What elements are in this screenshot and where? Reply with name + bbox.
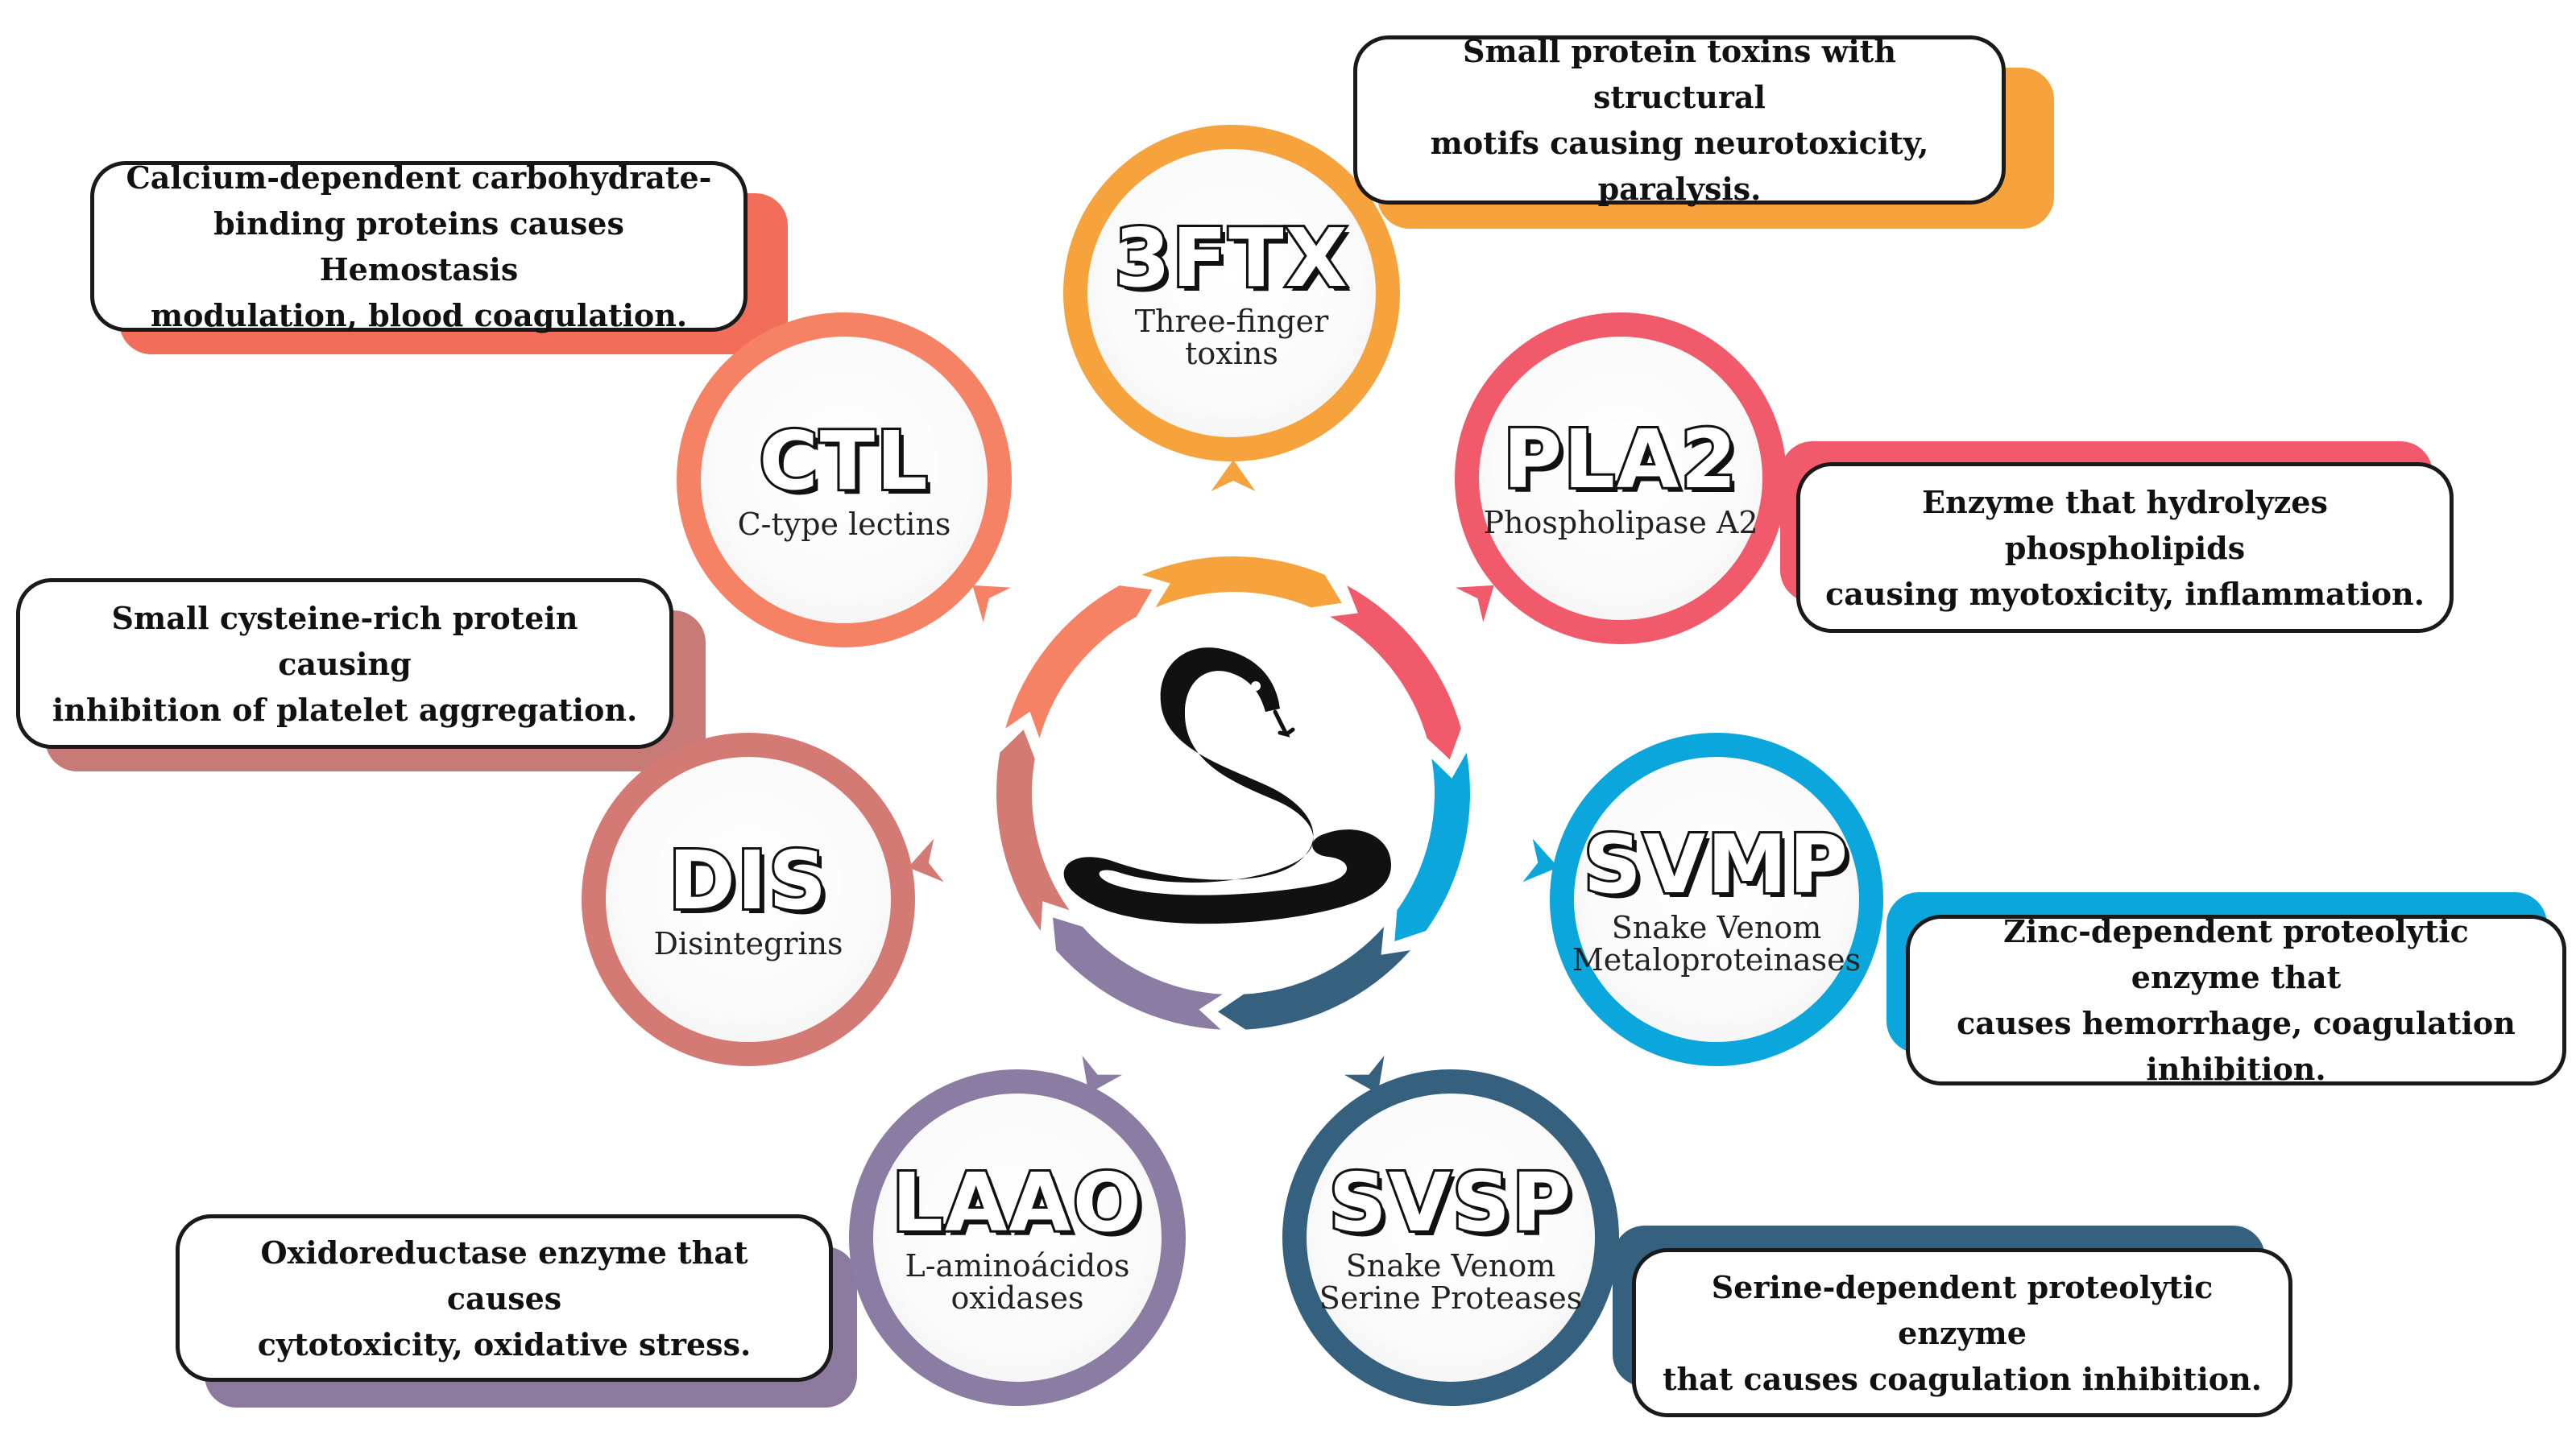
description-line: that causes coagulation inhibition. [1662, 1360, 2263, 1397]
description-text-laao: Oxidoreductase enzyme that causes cytoto… [204, 1230, 805, 1367]
description-dis: Small cysteine-rich protein causing inhi… [16, 578, 706, 771]
ring-segment-ctl [1005, 585, 1153, 738]
ring-segment-dis [996, 730, 1070, 932]
description-line: Small protein toxins with structural [1463, 33, 1896, 115]
ring-segment-laao [1053, 917, 1223, 1030]
description-line: causes hemorrhage, coagulation [1957, 1005, 2516, 1041]
node-abbr: SVSP [1327, 1156, 1574, 1250]
description-box: Zinc-dependent proteolytic enzyme that c… [1906, 913, 2566, 1087]
description-box: Oxidoreductase enzyme that causes cytoto… [176, 1214, 833, 1382]
description-box: Small cysteine-rich protein causing inhi… [16, 578, 673, 749]
description-line: inhibition. [2146, 1051, 2326, 1087]
node-fullname: C-type lectins [737, 506, 951, 542]
node-abbr: PLA2 [1501, 412, 1739, 506]
arrow-ctl [972, 585, 1011, 622]
arrow-dis [908, 838, 944, 883]
node-fullname: Metaloproteinases [1572, 942, 1862, 978]
node-fullname: Snake Venom [1345, 1248, 1556, 1284]
node-svmp: SVMP Snake Venom Metaloproteinases [1550, 733, 1883, 1066]
description-text-ctl: Calcium-dependent carbohydrate- binding … [118, 155, 719, 338]
node-laao: LAAO L-aminoácidos oxidases [849, 1069, 1186, 1406]
description-ctl: Calcium-dependent carbohydrate- binding … [90, 159, 788, 354]
description-box: Small protein toxins with structural mot… [1353, 33, 2006, 207]
description-3ftx: Small protein toxins with structural mot… [1353, 33, 2054, 229]
description-line: motifs causing neurotoxicity, paralysis. [1430, 125, 1929, 207]
description-box: Serine-dependent proteolytic enzyme that… [1632, 1248, 2292, 1417]
ring-segment-3ftx [1141, 556, 1342, 608]
arrow-svsp [1344, 1055, 1385, 1094]
node-svsp: SVSP Snake Venom Serine Proteases [1282, 1069, 1619, 1406]
node-abbr: CTL [756, 414, 930, 508]
cycle-arrows [908, 460, 1559, 1094]
description-line: binding proteins causes Hemostasis [213, 205, 624, 287]
node-3ftx: 3FTX Three-finger toxins [1063, 125, 1400, 461]
node-dis: DIS Disintegrins [582, 733, 915, 1066]
arrow-3ftx [1211, 460, 1256, 492]
node-fullname: Phospholipase A2 [1483, 505, 1758, 540]
description-text-dis: Small cysteine-rich protein causing inhi… [44, 595, 645, 733]
cycle-ring [996, 556, 1470, 1030]
node-abbr: DIS [666, 833, 829, 928]
node-fullname: oxidases [950, 1280, 1084, 1316]
description-line: cytotoxicity, oxidative stress. [257, 1325, 752, 1362]
node-fullname: Disintegrins [653, 926, 843, 961]
node-pla2: PLA2 Phospholipase A2 [1455, 312, 1787, 644]
description-line: Serine-dependent proteolytic enzyme [1711, 1268, 2214, 1351]
description-line: modulation, blood coagulation. [150, 297, 688, 333]
arrow-pla2 [1456, 585, 1494, 622]
description-box: Enzyme that hydrolyzes phospholipids cau… [1796, 462, 2454, 633]
node-ctl: CTL C-type lectins [677, 312, 1012, 647]
description-pla2: Enzyme that hydrolyzes phospholipids cau… [1780, 441, 2454, 633]
node-fullname: Snake Venom [1611, 910, 1822, 945]
description-text-pla2: Enzyme that hydrolyzes phospholipids cau… [1824, 479, 2425, 617]
node-abbr: SVMP [1581, 817, 1850, 912]
snake-icon [1063, 647, 1391, 924]
ring-segment-svmp [1394, 752, 1470, 942]
node-fullname: Serine Proteases [1319, 1280, 1583, 1316]
description-line: Zinc-dependent proteolytic enzyme that [2003, 913, 2469, 995]
description-box: Calcium-dependent carbohydrate- binding … [90, 159, 748, 333]
description-laao: Oxidoreductase enzyme that causes cytoto… [176, 1214, 857, 1408]
description-text-svsp: Serine-dependent proteolytic enzyme that… [1660, 1264, 2264, 1402]
description-svmp: Zinc-dependent proteolytic enzyme that c… [1886, 892, 2566, 1087]
ring-segment-svsp [1218, 926, 1410, 1030]
description-line: inhibition of platelet aggregation. [52, 691, 638, 728]
description-svsp: Serine-dependent proteolytic enzyme that… [1613, 1226, 2292, 1417]
node-abbr: 3FTX [1112, 211, 1349, 305]
description-line: Small cysteine-rich protein causing [111, 599, 578, 682]
arrow-laao [1082, 1055, 1123, 1094]
description-line: causing myotoxicity, inflammation. [1825, 575, 2425, 612]
node-fullname: L-aminoácidos [905, 1248, 1130, 1284]
ring-segment-pla2 [1330, 585, 1461, 760]
description-text-svmp: Zinc-dependent proteolytic enzyme that c… [1934, 908, 2538, 1092]
arrow-svmp [1522, 838, 1559, 883]
node-fullname: Three-finger toxins [1134, 304, 1329, 371]
description-line: Enzyme that hydrolyzes phospholipids [1922, 483, 2328, 566]
description-line: Calcium-dependent carbohydrate- [126, 159, 712, 196]
node-abbr: LAAO [889, 1156, 1144, 1250]
description-line: Oxidoreductase enzyme that causes [260, 1234, 748, 1317]
description-text-3ftx: Small protein toxins with structural mot… [1381, 28, 1978, 212]
